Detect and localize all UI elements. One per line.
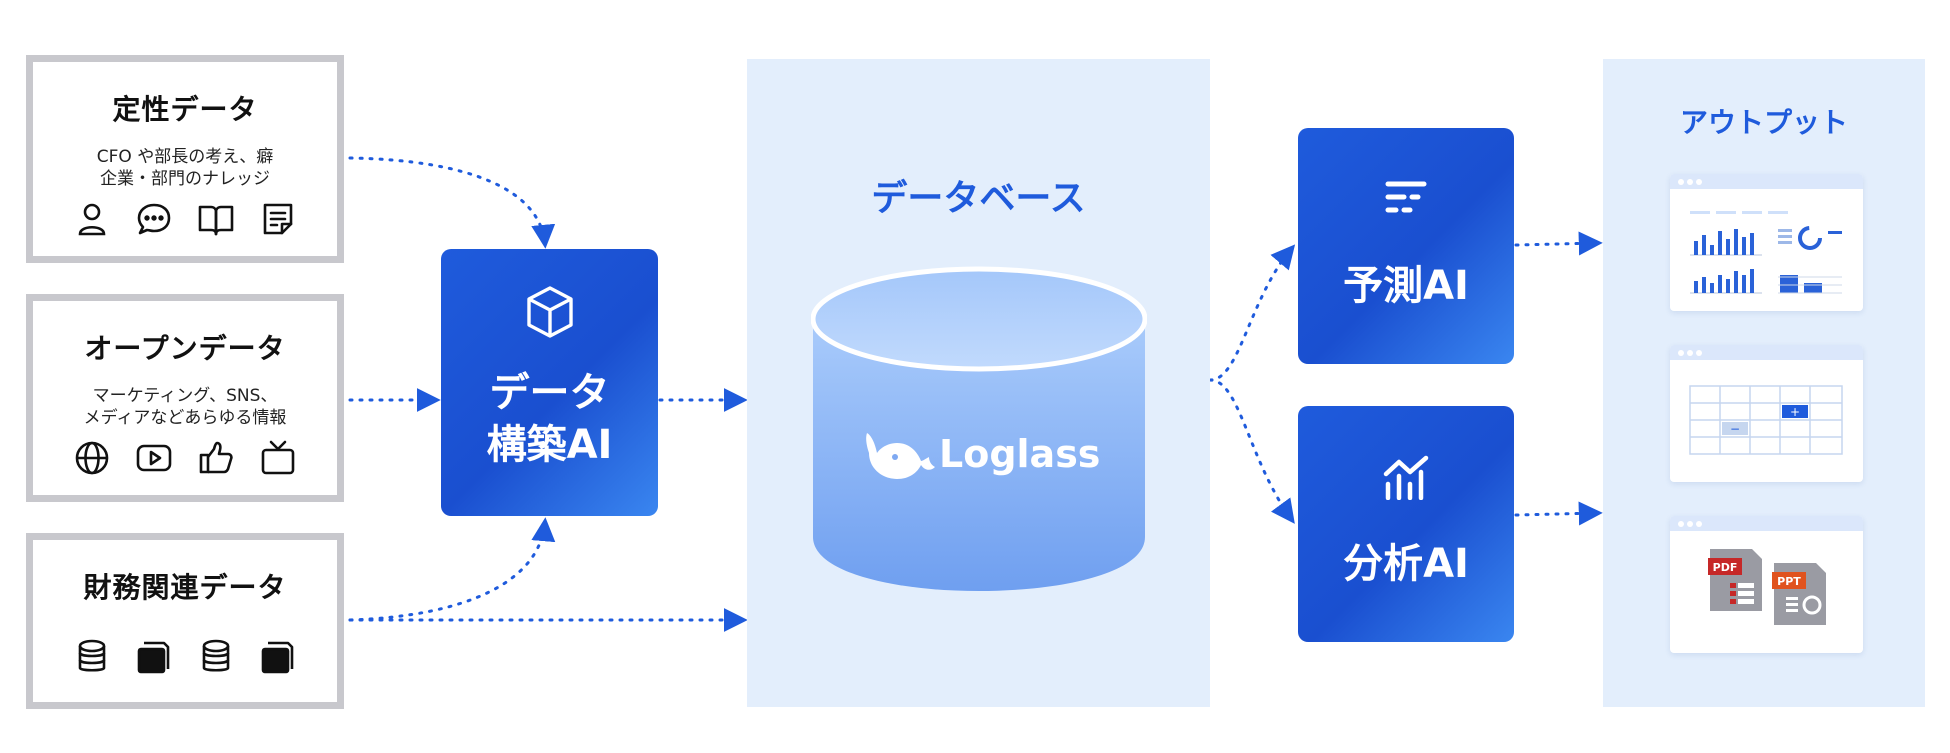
donut-chart-thumbnail xyxy=(1778,226,1842,250)
folder-icon xyxy=(137,641,170,674)
output-title: アウトプット xyxy=(1679,106,1848,139)
window-titlebar xyxy=(1670,345,1863,360)
financial-data-title: 財務関連データ xyxy=(83,571,287,604)
qualitative-desc-line1: CFO や部長の考え、癖 xyxy=(96,147,274,167)
cube-icon xyxy=(527,286,573,338)
database-icon xyxy=(202,639,230,672)
database-icon xyxy=(78,639,106,672)
qualitative-icons xyxy=(33,200,337,238)
open-data-box: オープンデータ マーケティング、SNS、 メディアなどあらゆる情報 xyxy=(26,294,344,502)
open-desc-line1: マーケティング、SNS、 xyxy=(92,386,278,406)
analysis-ai-label: 分析AI xyxy=(1343,541,1469,587)
database-cylinder: Loglass xyxy=(811,266,1147,591)
database-title: データベース xyxy=(871,178,1086,219)
arrow-analysis-to-output xyxy=(1514,501,1603,526)
open-book-icon xyxy=(198,205,234,236)
pdf-badge-text: PDF xyxy=(1713,561,1738,574)
table-minus-mark: − xyxy=(1730,422,1740,436)
tv-icon xyxy=(261,440,295,475)
thumbs-up-icon xyxy=(199,441,233,474)
output-spreadsheet-card: + − xyxy=(1670,345,1863,482)
data-construction-ai-tile: データ 構築AI xyxy=(441,249,658,516)
folder-icon xyxy=(261,641,294,674)
qualitative-data-title: 定性データ xyxy=(112,93,258,126)
window-titlebar xyxy=(1670,516,1863,531)
data-construction-ai-line1: データ xyxy=(489,370,610,416)
qualitative-data-box: 定性データ CFO や部長の考え、癖 企業・部門のナレッジ xyxy=(26,55,344,263)
arrow-database-to-analysis xyxy=(1208,378,1295,524)
data-construction-ai-label: データ 構築AI xyxy=(441,367,658,471)
arrow-prediction-to-output xyxy=(1514,231,1603,256)
prediction-ai-label: 予測AI xyxy=(1343,263,1469,309)
arrow-database-to-prediction xyxy=(1208,244,1296,382)
output-panel: アウトプット xyxy=(1603,59,1925,707)
pdf-file-icon: PDF xyxy=(1708,549,1762,611)
ppt-file-icon: PPT xyxy=(1772,563,1826,625)
qualitative-desc-line2: 企業・部門のナレッジ xyxy=(100,169,270,189)
open-data-title: オープンデータ xyxy=(84,332,286,365)
documents-thumbnail: PDF PPT xyxy=(1708,549,1826,625)
qualitative-data-description: CFO や部長の考え、癖 企業・部門のナレッジ xyxy=(33,146,337,190)
globe-icon xyxy=(75,441,109,475)
note-icon xyxy=(263,203,293,235)
data-construction-ai-line2: 構築AI xyxy=(486,422,613,468)
output-dashboard-card xyxy=(1670,174,1863,311)
output-documents-card: PDF PPT xyxy=(1670,516,1863,653)
ppt-badge-text: PPT xyxy=(1777,575,1801,588)
open-desc-line2: メディアなどあらゆる情報 xyxy=(83,408,287,428)
database-panel: データベース Loglass xyxy=(747,59,1210,707)
financial-data-icons xyxy=(33,638,337,676)
growth-chart-icon xyxy=(1383,455,1429,500)
arrow-qualitative-to-build xyxy=(348,156,556,249)
chat-bubble-icon xyxy=(137,203,171,235)
analysis-ai-tile: 分析AI xyxy=(1298,406,1514,642)
window-titlebar xyxy=(1670,174,1863,189)
dashboard-thumbnail xyxy=(1690,211,1842,294)
open-data-icons xyxy=(33,439,337,477)
arrow-finance-to-build xyxy=(348,517,556,622)
bar-chart-thumbnail xyxy=(1690,229,1762,294)
table-plus-mark: + xyxy=(1790,405,1800,419)
database-logo-text: Loglass xyxy=(939,432,1100,476)
person-icon xyxy=(78,203,106,236)
forecast-lines-icon xyxy=(1385,181,1427,213)
financial-data-box: 財務関連データ xyxy=(26,533,344,709)
whale-logo-icon xyxy=(866,433,935,479)
table-thumbnail xyxy=(1778,275,1842,294)
prediction-ai-tile: 予測AI xyxy=(1298,128,1514,364)
open-data-description: マーケティング、SNS、 メディアなどあらゆる情報 xyxy=(33,385,337,429)
spreadsheet-thumbnail: + − xyxy=(1689,385,1843,455)
video-play-icon xyxy=(136,444,172,472)
